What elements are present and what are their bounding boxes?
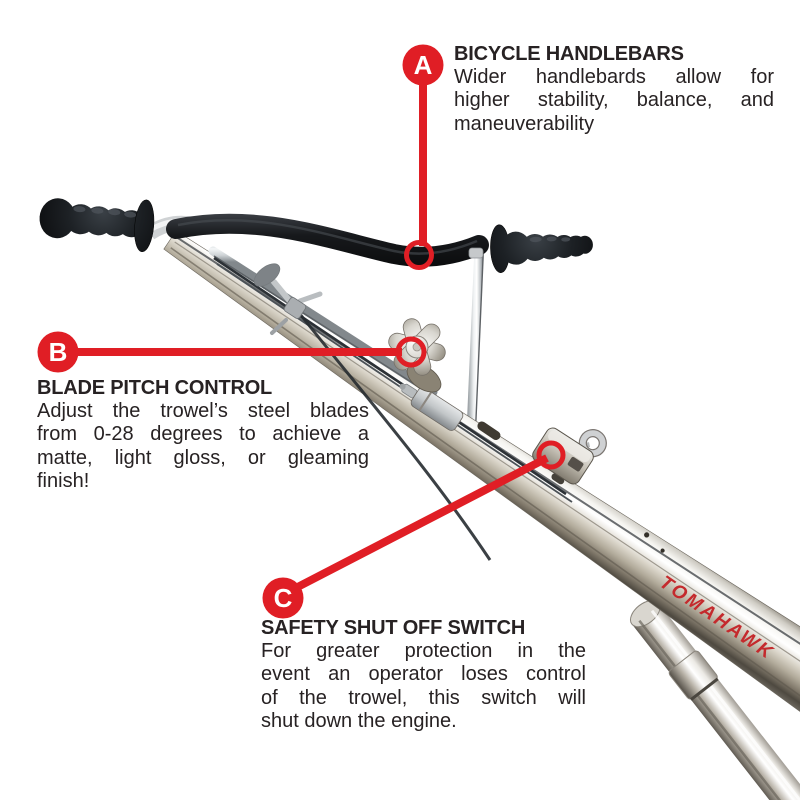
callout-b-target-ring: [395, 336, 427, 368]
grip-flange: [134, 199, 155, 252]
callout-a-body-line: Wider handlebards allow for: [454, 66, 774, 88]
callout-c-target-ring: [536, 440, 566, 470]
handlebar-left-grip: [39, 198, 155, 252]
rod-end-fitting: [399, 383, 464, 431]
callout-badges: A B C: [37, 44, 444, 619]
callout-b-body-line: from 0-28 degrees to achieve a: [37, 423, 369, 446]
pole-slot-hole: [477, 421, 501, 441]
throttle-lever: [253, 263, 323, 335]
callout-c-badge: [262, 577, 304, 619]
handlebar-right-grip: [490, 224, 593, 273]
callout-c-body-line: event an operator loses control: [261, 663, 586, 686]
callout-c-body-line: shut down the engine.: [261, 710, 457, 733]
callout-b-letter: B: [49, 337, 68, 367]
callout-c-title: SAFETY SHUT OFF SWITCH: [261, 617, 526, 639]
callout-a-letter: A: [414, 50, 433, 80]
pole-slot-hole: [551, 473, 565, 485]
callout-c-body-line: For greater protection in the: [261, 640, 586, 662]
bar-clamp: [468, 247, 484, 259]
callout-b-body-line: Adjust the trowel’s steel blades: [37, 400, 369, 422]
throttle-cables: [213, 256, 573, 561]
callout-c-body-line: of the trowel, this switch will: [261, 686, 586, 709]
support-rod: [466, 246, 485, 433]
callout-b-body-line: finish!: [37, 470, 90, 493]
lower-tube: [629, 599, 800, 800]
handlebar-crossbar: [166, 213, 489, 267]
callout-b-body-line: matte, light gloss, or gleaming: [37, 446, 369, 469]
callout-a-badge: [402, 44, 444, 86]
callout-a-body-line: higher stability, balance, and: [454, 89, 774, 112]
callout-c-text-block: SAFETY SHUT OFF SWITCH For greater prote…: [261, 616, 586, 734]
callout-b-text-block: BLADE PITCH CONTROL Adjust the trowel’s …: [37, 376, 369, 494]
callout-a-target-ring: [404, 240, 434, 270]
callout-a-body-line: maneuverability: [454, 112, 595, 135]
pitch-control-rod: [208, 246, 438, 397]
callout-b-title: BLADE PITCH CONTROL: [37, 377, 273, 399]
callout-b-badge: [37, 331, 79, 373]
callout-a-text-block: BICYCLE HANDLEBARS Wider handlebards all…: [454, 42, 774, 136]
callout-a-title: BICYCLE HANDLEBARS: [454, 43, 684, 65]
callout-leaders: [60, 64, 566, 596]
callout-c-line: [286, 454, 549, 596]
callout-c-letter: C: [274, 583, 293, 613]
